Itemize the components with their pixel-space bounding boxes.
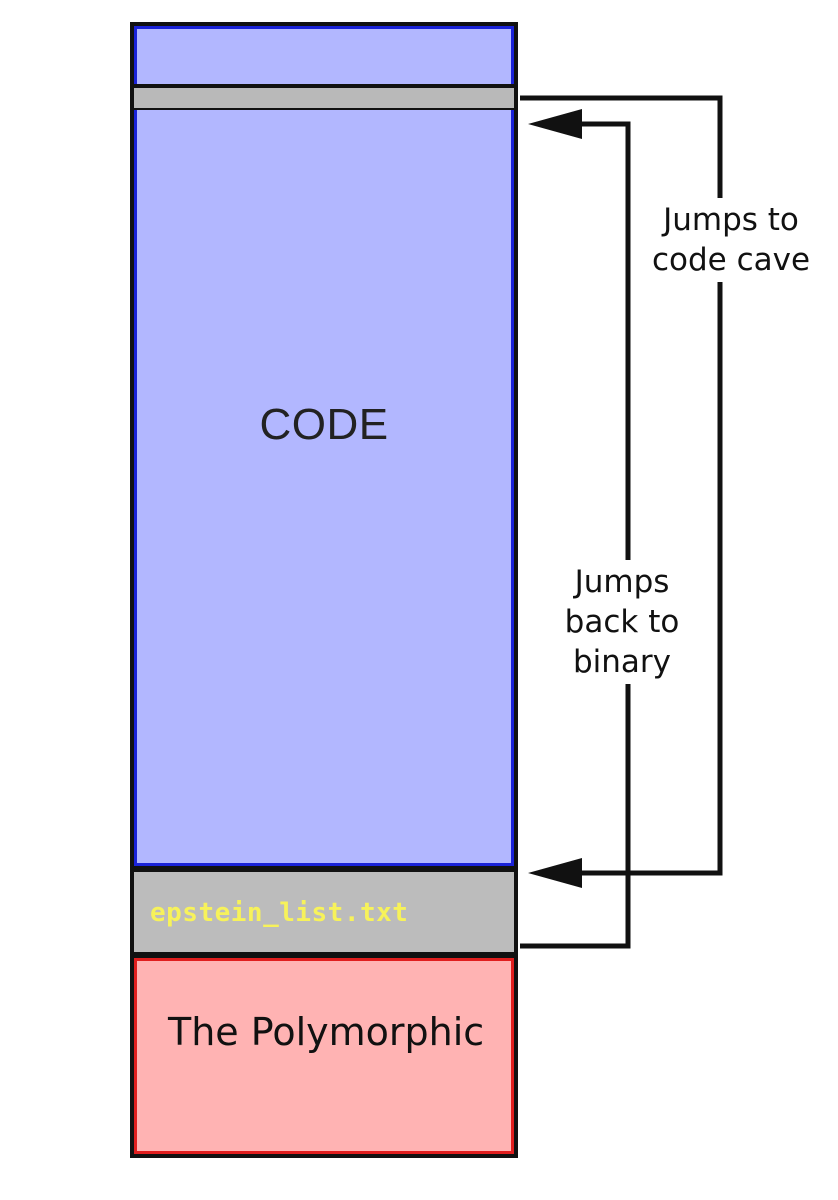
code-section: CODE — [130, 110, 518, 870]
top-code-segment — [130, 22, 518, 86]
jump-back-line-2: back to — [564, 604, 680, 640]
polymorphic-section: The Polymorphic — [130, 954, 518, 1158]
jump-back-label: Jumps back to binary — [552, 560, 692, 684]
jump-back-line — [520, 121, 631, 949]
jump-back-arrowhead-icon — [528, 109, 582, 139]
jump-to-cave-arrowhead-icon — [528, 858, 582, 888]
polymorphic-section-label: The Polymorphic — [168, 1010, 485, 1054]
jump-to-cave-label: Jumps to code cave — [637, 198, 825, 282]
jump-to-line-2: code cave — [651, 242, 811, 278]
jump-back-line-3: binary — [572, 644, 672, 680]
code-section-label: CODE — [259, 400, 389, 449]
jump-back-line-1: Jumps — [574, 564, 670, 600]
jump-to-line-1: Jumps to — [663, 202, 799, 238]
code-cave-label: epstein_list.txt — [150, 898, 409, 928]
jump-to-cave-line — [520, 95, 723, 876]
